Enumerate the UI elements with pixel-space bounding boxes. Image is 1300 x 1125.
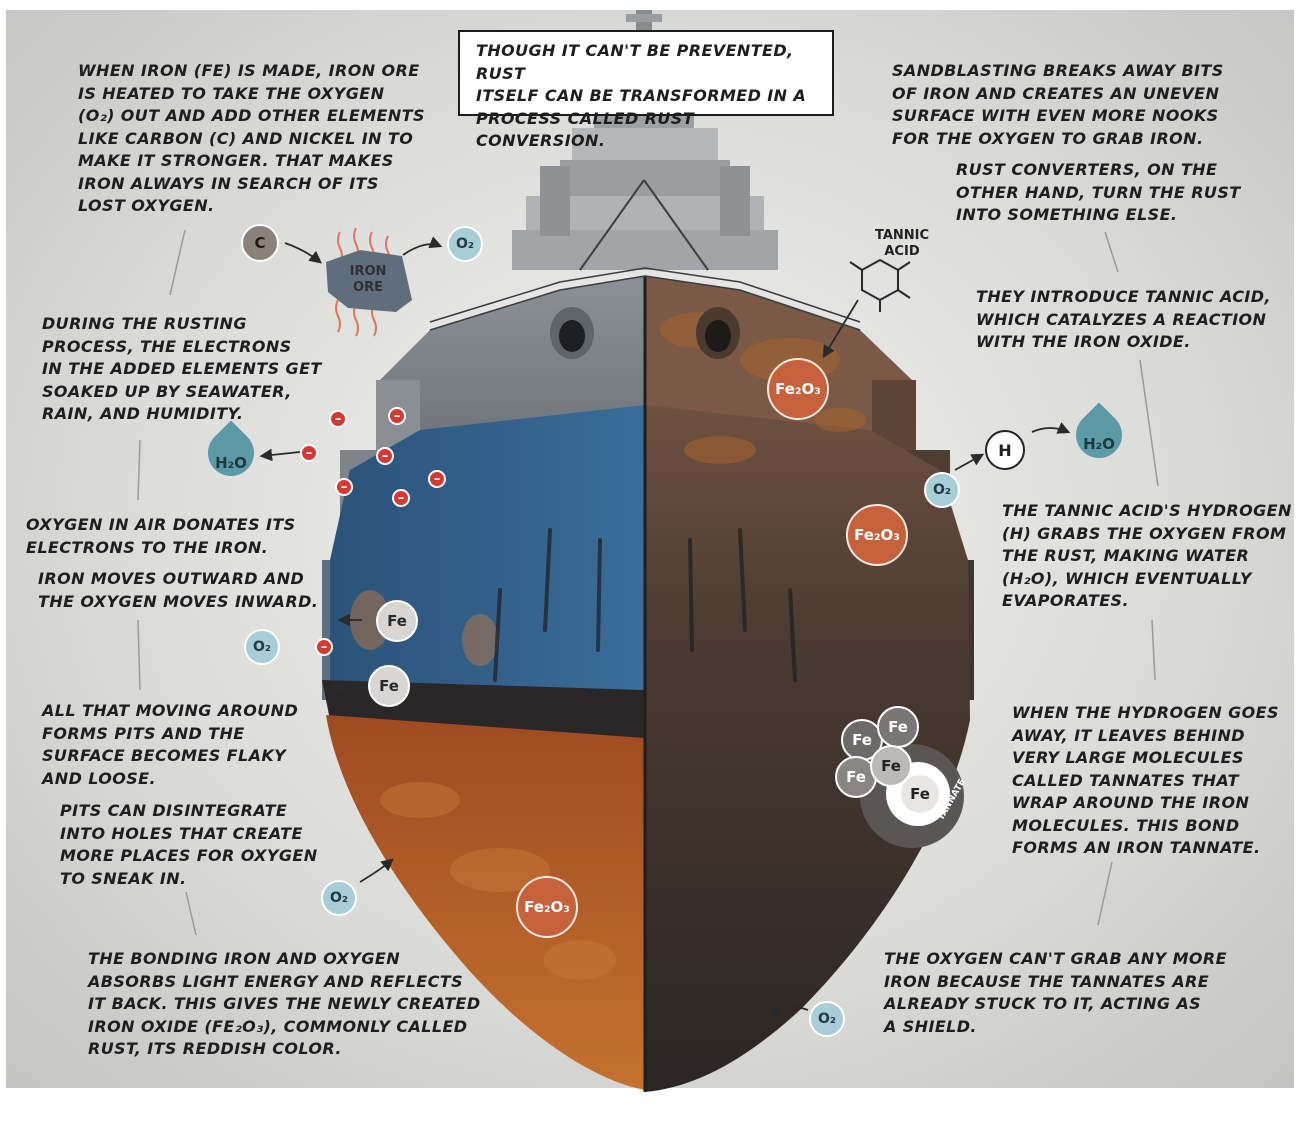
caption-shield: The oxygen can't grab any more iron beca… (884, 949, 1227, 1036)
hull-ribs (493, 528, 797, 682)
ship-rigging (579, 179, 709, 271)
hull-right (645, 405, 970, 1092)
flow-arrows (284, 236, 1071, 1021)
hawse-holes (550, 307, 740, 359)
carbon-atom: C (241, 224, 279, 262)
caption-pits-form: All that moving around forms pits and th… (42, 701, 299, 788)
caption-iron-moves: Iron moves outward and the oxygen moves … (38, 569, 319, 611)
caption-oxygen-donates: Oxygen in air donates its electrons to t… (26, 515, 296, 557)
electron-2: – (388, 407, 406, 425)
caption-hydrogen-grabs: The tannic acid's hydrogen (H) grabs the… (1002, 501, 1292, 610)
caption-hydrogen-leaves: When the hydrogen goes away, it leaves b… (1012, 703, 1279, 857)
caption-iron-made: When iron (Fe) is made, iron ore is heat… (78, 61, 425, 215)
hydrogen-atom: H (985, 430, 1025, 470)
caption-pits-disintegrate: Pits can disintegrate into holes that cr… (60, 801, 318, 888)
iron-atom-tannate-2: Fe (877, 706, 919, 748)
iron-atom-tannate-5: Fe (899, 773, 941, 815)
iron-oxide-hull-right: Fe₂O₃ (846, 504, 908, 566)
oxygen-molecule-left: O₂ (244, 629, 280, 665)
deck-railing (429, 267, 861, 331)
water-label-right: H₂O (1083, 435, 1115, 453)
intro-callout: Though it can't be prevented, rust itsel… (458, 30, 834, 150)
caption-sandblasting: Sandblasting breaks away bits of iron an… (892, 61, 1224, 148)
electron-8: – (315, 638, 333, 656)
iron-oxide-hull-top: Fe₂O₃ (767, 358, 829, 420)
caption-converters: Rust converters, on the other hand, turn… (956, 160, 1241, 224)
electron-7: – (392, 489, 410, 507)
iron-oxide-hull-left: Fe₂O₃ (516, 876, 578, 938)
oxygen-molecule-released: O₂ (447, 226, 483, 262)
tannic-acid-molecule (849, 258, 911, 312)
iron-ore-label: Iron Ore (349, 264, 387, 295)
oxygen-molecule-shielded: O₂ (809, 1001, 845, 1037)
electron-1: – (329, 410, 347, 428)
water-label-left: H₂O (215, 454, 247, 472)
oxygen-molecule-grabbed: O₂ (924, 472, 960, 508)
electron-3: – (300, 444, 318, 462)
iron-ore-rock (326, 250, 412, 312)
oxygen-molecule-pit: O₂ (321, 880, 357, 916)
hull-rust-left (326, 715, 645, 1090)
electron-4: – (376, 447, 394, 465)
iron-atom-1: Fe (376, 600, 418, 642)
electron-6: – (428, 470, 446, 488)
caption-connectors (137, 229, 1159, 936)
iron-atom-2: Fe (368, 665, 410, 707)
tannic-acid-label: Tannic Acid (874, 228, 930, 259)
caption-rusting-process: During the rusting process, the electron… (42, 314, 322, 423)
caption-bonding-color: The bonding iron and oxygen absorbs ligh… (88, 949, 481, 1058)
intro-text: Though it can't be prevented, rust itsel… (476, 41, 807, 150)
electron-5: – (335, 478, 353, 496)
caption-tannic-intro: They introduce tannic acid, which cataly… (976, 287, 1271, 351)
